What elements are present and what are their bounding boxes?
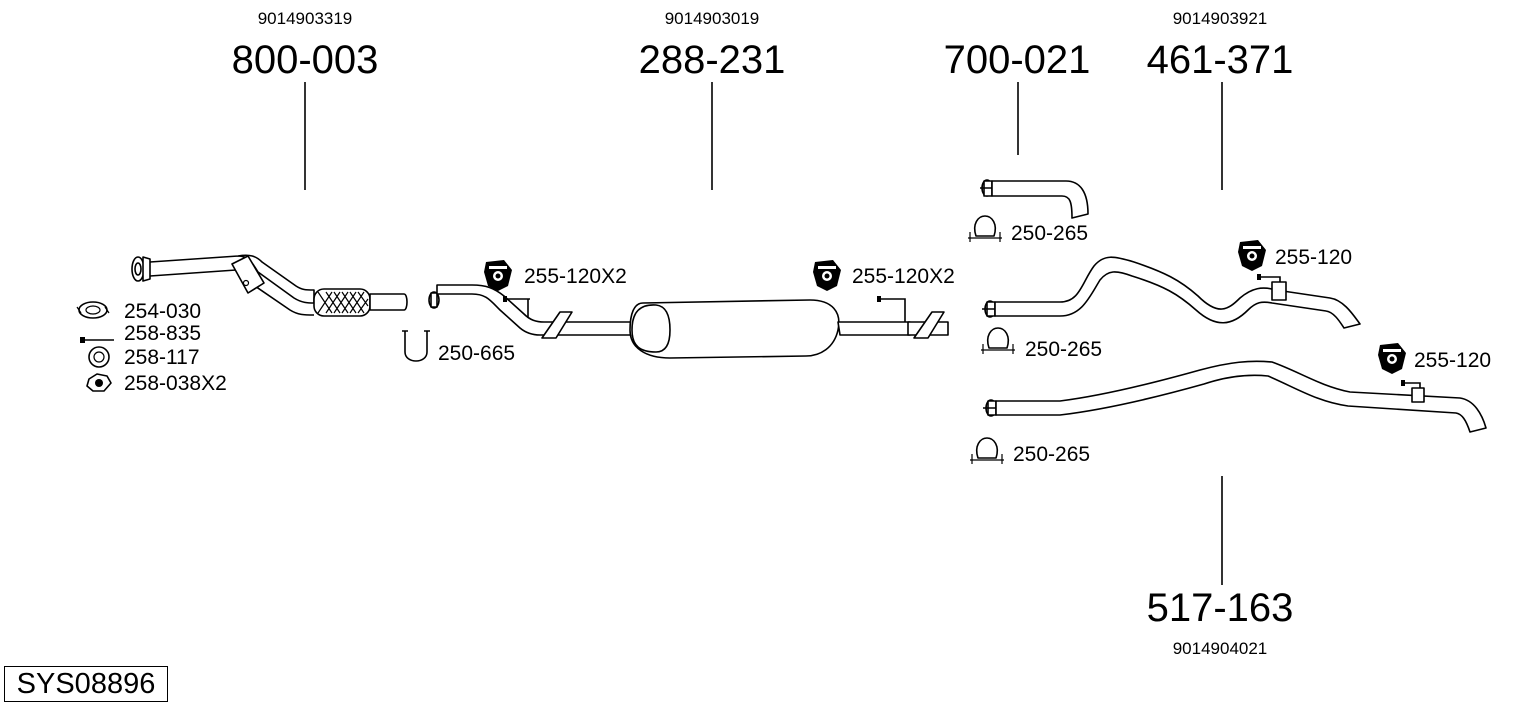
part-number-front-pipe[interactable]: 800-003 [232, 38, 379, 82]
label-hanger-long: 255-120 [1414, 349, 1491, 372]
tail-end-drawing[interactable] [980, 179, 1089, 219]
label-gasket: 254-030 [124, 300, 201, 323]
nut-icon [86, 373, 112, 392]
long-rear-pipe-drawing[interactable] [983, 360, 1487, 433]
middle-silencer-drawing[interactable] [428, 284, 949, 359]
label-clamp-long: 250-265 [1013, 443, 1090, 466]
bolt-icon [80, 337, 114, 343]
part-number-tail-end[interactable]: 700-021 [944, 38, 1091, 82]
u-bolt-icon [402, 330, 430, 362]
front-pipe-drawing[interactable] [131, 254, 408, 317]
label-hanger-right: 255-120X2 [852, 265, 955, 288]
spring-icon [88, 346, 110, 368]
label-clamp-rear: 250-265 [1025, 338, 1102, 361]
hanger-icon-right [813, 260, 841, 291]
label-spring: 258-117 [124, 346, 200, 369]
part-number-long-rear-pipe[interactable]: 517-163 [1147, 586, 1294, 630]
gasket-icon [76, 301, 110, 319]
hanger-icon-left [484, 260, 512, 291]
system-code-label: SYS08896 [4, 666, 168, 702]
clamp-icon-rear [981, 327, 1015, 354]
clamp-icon-tail [968, 215, 1002, 242]
hanger-icon-long [1378, 343, 1406, 374]
oe-number-front-pipe: 9014903319 [258, 9, 353, 28]
label-clamp-tail: 250-265 [1011, 222, 1088, 245]
part-number-middle-silencer[interactable]: 288-231 [639, 38, 786, 82]
clamp-icon-long [970, 437, 1004, 464]
oe-number-long-rear-pipe: 9014904021 [1173, 639, 1268, 658]
label-hanger-left: 255-120X2 [524, 265, 627, 288]
label-bolt: 258-835 [124, 322, 201, 345]
oe-number-middle-silencer: 9014903019 [665, 9, 760, 28]
hanger-icon-rear [1238, 240, 1266, 271]
part-number-rear-pipe[interactable]: 461-371 [1147, 38, 1294, 82]
label-hanger-rear: 255-120 [1275, 246, 1352, 269]
rear-pipe-drawing[interactable] [982, 256, 1361, 329]
label-u-bolt: 250-665 [438, 342, 515, 365]
oe-number-rear-pipe: 9014903921 [1173, 9, 1268, 28]
label-nut: 258-038X2 [124, 372, 227, 395]
